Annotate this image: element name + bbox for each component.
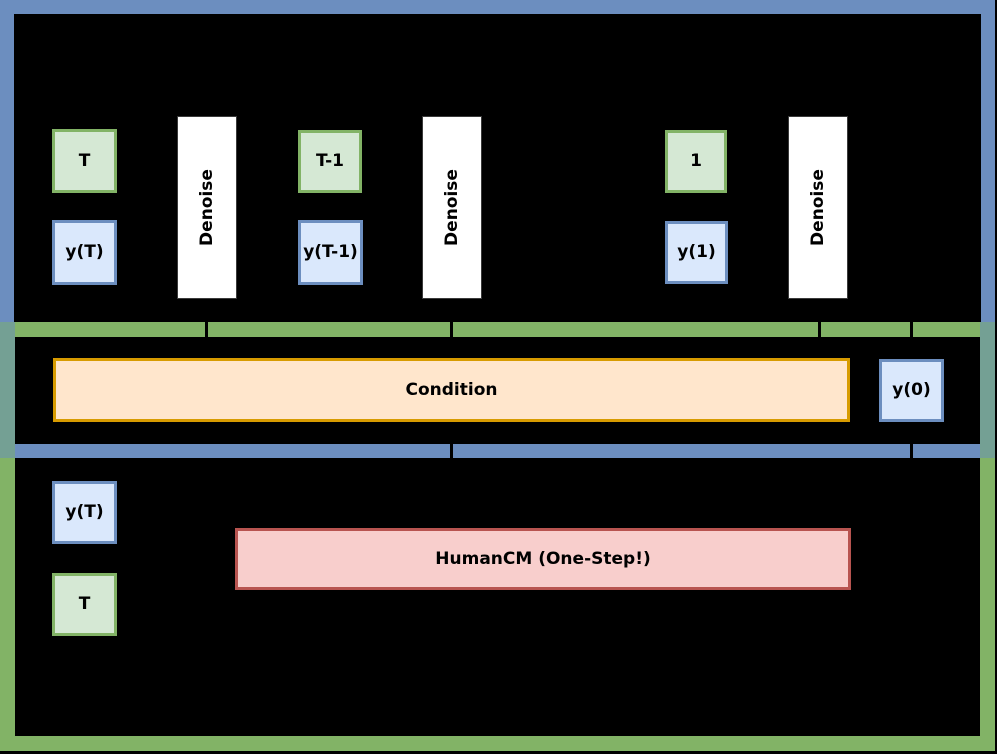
connector-denoise1-tm1 <box>235 158 301 161</box>
humancm-model-box: HumanCM (One-Step!) <box>235 528 851 590</box>
state-box-yT-label: y(T) <box>65 242 104 262</box>
timestep-box-1-label: 1 <box>690 151 702 171</box>
denoise-box-1-label: Denoise <box>196 169 217 246</box>
connector-denoise3-elbow <box>845 250 913 253</box>
denoise-box-2-label: Denoise <box>441 169 462 246</box>
connector-condition-humancm <box>450 419 453 531</box>
connector-y0-humancm <box>910 419 913 560</box>
condition-box-label: Condition <box>405 379 498 400</box>
connector-denoise2-y1 <box>480 251 668 254</box>
timestep-box-T-bottom-label: T <box>78 594 91 614</box>
connector-denoise1-condition <box>205 300 208 362</box>
connector-ytm1-denoise2 <box>360 251 424 254</box>
frame-border-overlap-right <box>980 322 995 458</box>
state-box-yT-1: y(T-1) <box>298 220 363 285</box>
denoise-box-2: Denoise <box>422 116 482 299</box>
connector-yt-denoise1 <box>114 251 180 254</box>
connector-y1-denoise3 <box>726 251 790 254</box>
state-box-y1: y(1) <box>665 221 728 284</box>
state-box-y0-label: y(0) <box>892 380 931 400</box>
connector-denoise2-condition <box>450 300 453 362</box>
connector-tb-elbow <box>114 603 180 606</box>
timestep-box-T-label: T <box>78 150 91 171</box>
state-box-yT-1-label: y(T-1) <box>303 242 358 262</box>
denoise-box-3: Denoise <box>788 116 848 299</box>
connector-t-denoise1 <box>114 158 180 161</box>
timestep-box-T: T <box>52 129 117 193</box>
timestep-box-T-bottom: T <box>52 573 117 636</box>
connector-denoise3-condition <box>818 300 821 362</box>
state-box-y1-label: y(1) <box>677 242 716 262</box>
connector-denoise2-one <box>480 158 668 161</box>
state-box-yT: y(T) <box>52 220 117 285</box>
connector-denoise3-y0 <box>910 250 913 362</box>
humancm-model-box-label: HumanCM (One-Step!) <box>435 548 651 569</box>
connector-elbow-humancm <box>177 557 238 560</box>
timestep-box-T-1-label: T-1 <box>316 151 344 171</box>
condition-box: Condition <box>53 358 850 422</box>
denoise-box-3-label: Denoise <box>807 169 828 246</box>
state-box-y0: y(0) <box>879 359 944 422</box>
connector-condition-y0 <box>851 389 882 392</box>
connector-tm1-denoise2 <box>360 158 424 161</box>
state-box-yT-bottom: y(T) <box>52 481 117 544</box>
connector-humancm-elbow <box>848 557 913 560</box>
timestep-box-T-1: T-1 <box>298 130 362 193</box>
state-box-yT-bottom-label: y(T) <box>65 502 104 522</box>
connector-denoise1-ytm1 <box>235 251 301 254</box>
denoise-box-1: Denoise <box>177 116 237 299</box>
connector-one-denoise3 <box>725 158 790 161</box>
timestep-box-1: 1 <box>665 130 727 193</box>
connector-ytb-elbow <box>114 512 180 515</box>
frame-border-overlap-left <box>0 322 15 458</box>
